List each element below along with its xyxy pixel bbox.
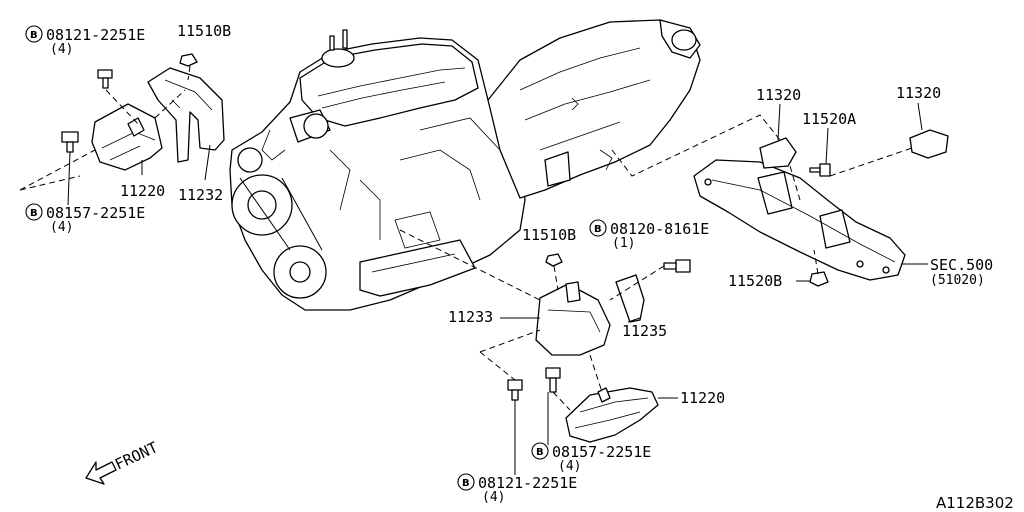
bolt-symbol: B — [536, 447, 544, 458]
part-number-label: 11235 — [622, 322, 667, 340]
part-number-label: 11320 — [756, 86, 801, 104]
bolt-symbol: B — [30, 208, 38, 219]
bolt-icon — [809, 163, 831, 177]
front-direction-arrow — [85, 461, 117, 485]
engine-mount-insulator — [91, 103, 163, 171]
nut-icon — [545, 253, 563, 267]
part-number-label: 11520B — [728, 272, 782, 290]
part-number-label: 11510B — [522, 226, 576, 244]
part-number-label: 11220 — [120, 182, 165, 200]
bolt-symbol: B — [594, 224, 602, 235]
bolt-icon — [545, 367, 561, 393]
part-number-label: 08157-2251E — [46, 204, 145, 222]
part-number-label: 11320 — [896, 84, 941, 102]
part-number-label: 08121-2251E — [46, 26, 145, 44]
engine-mount-bracket — [147, 67, 225, 163]
engine-mount-insulator — [565, 387, 659, 443]
nut-icon — [179, 53, 198, 67]
section-reference-label: SEC.500 — [930, 256, 993, 274]
quantity-label: (4) — [482, 490, 505, 505]
figure-code: A112B302 — [936, 494, 1014, 512]
bolt-symbol: B — [462, 478, 470, 489]
bolt-icon — [663, 259, 691, 273]
nut-icon — [809, 271, 829, 287]
engine-assembly — [229, 29, 526, 311]
part-number-label: 11233 — [448, 308, 493, 326]
part-number-label: 08157-2251E — [552, 443, 651, 461]
part-number-label: 08120-8161E — [610, 220, 709, 238]
engine-mount-stopper — [615, 274, 645, 323]
crossmember-group — [611, 102, 949, 287]
front-label: FRONT — [112, 438, 161, 473]
lower-right-mount-group — [399, 229, 691, 475]
quantity-label: (4) — [50, 42, 73, 57]
part-number-label: 11510B — [177, 22, 231, 40]
upper-left-mount-group — [19, 53, 225, 206]
part-number-label: 11220 — [680, 389, 725, 407]
part-number-label: 11232 — [178, 186, 223, 204]
part-number-label: 08121-2251E — [478, 474, 577, 492]
crossmember — [693, 159, 906, 281]
bolt-icon — [507, 379, 523, 401]
quantity-label: (4) — [50, 220, 73, 235]
bolt-icon — [97, 69, 113, 89]
quantity-label: (1) — [612, 236, 635, 251]
rear-mount-insulator — [909, 129, 949, 159]
rear-mount-insulator — [759, 137, 797, 169]
transmission-assembly — [487, 19, 701, 199]
section-reference-number: (51020) — [930, 273, 985, 288]
part-number-label: 11520A — [802, 110, 856, 128]
bolt-symbol: B — [30, 30, 38, 41]
quantity-label: (4) — [558, 459, 581, 474]
bolt-icon — [61, 131, 79, 153]
